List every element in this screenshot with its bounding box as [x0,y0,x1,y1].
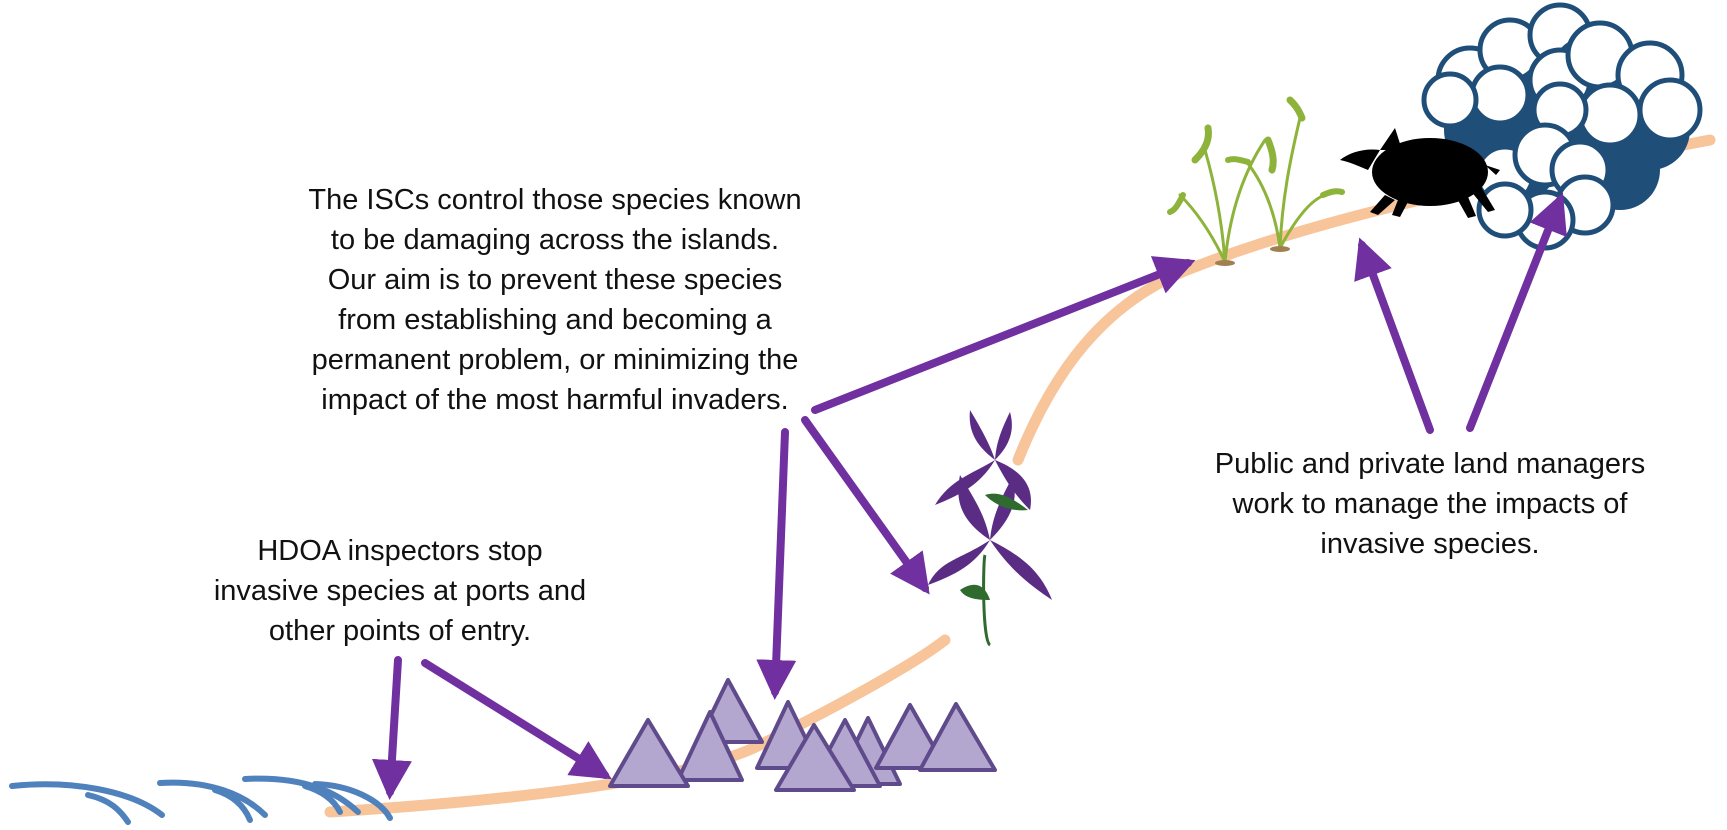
triangle-cluster [608,678,997,792]
land-managers-caption: Public and private land managers work to… [1214,448,1646,560]
triangle-icon [608,718,690,788]
hdoa-caption: HDOA inspectors stop invasive species at… [213,535,587,647]
triangle-icon [774,723,856,792]
arrows [371,192,1567,800]
arrow-hdoa-to-triangles [421,659,612,780]
flower-icon [928,410,1052,647]
wave-icon [157,779,268,823]
grass-icon [1167,96,1345,266]
wave-icon [312,781,393,821]
triangle-icon [676,710,744,782]
arrow-land-to-clouds [1466,192,1567,432]
arrow-isc-to-flowers [801,416,930,595]
arrow-isc-to-grass [811,256,1196,414]
arrow-isc-to-triangles [756,428,797,700]
isc-caption: The ISCs control those species known to … [308,184,802,416]
waves [9,775,393,825]
cloud-group [1421,2,1703,251]
triangle-icon [918,702,997,772]
arrow-hdoa-to-waves [371,656,412,800]
arrow-land-to-curve [1354,237,1434,434]
boar-icon [1340,128,1500,218]
wave-icon [9,781,165,825]
